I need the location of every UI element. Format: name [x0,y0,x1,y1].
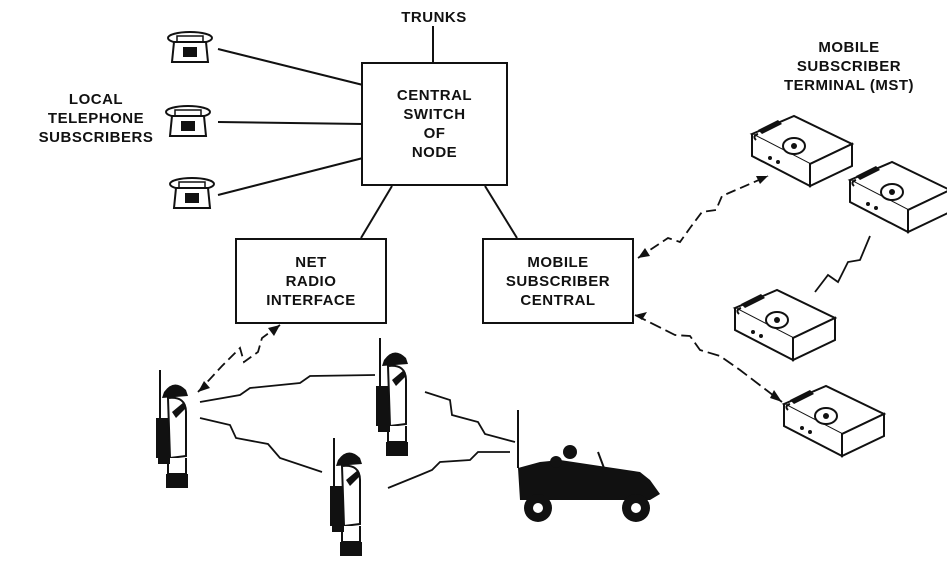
phone1-link [217,48,364,86]
desk-telephone-icon [167,31,213,63]
soldier-radio-icon [329,437,363,557]
arrowheads [198,176,782,402]
mobile-terminal-icon [783,385,885,457]
phone3-link [217,157,364,196]
radio-links [197,175,871,489]
radio-link-soldier1-soldier2 [199,374,376,403]
mst-label: MOBILE SUBSCRIBER TERMINAL (MST) [783,39,915,94]
connectors [217,26,518,239]
soldier-radio-icon [375,337,409,457]
switch-to-mobile-central [484,185,518,239]
radio-link-soldier1-soldier3 [199,417,323,473]
net-radio-interface-box: NET RADIO INTERFACE [235,238,387,324]
soldier-radio-icon [155,369,189,489]
desk-telephone-icon [165,105,211,137]
desk-telephone-icon [169,177,215,209]
local-subscribers-label: LOCAL TELEPHONE SUBSCRIBERS [38,91,154,146]
radio-link-mobilecentral-mst1 [637,175,769,259]
switch-to-net-radio [360,185,393,239]
central-switch-box: CENTRAL SWITCH OF NODE [361,62,508,186]
phone2-link [217,121,364,125]
radio-link-netradio-soldier1 [197,324,281,393]
jeep-icon [517,410,660,522]
radio-link-soldier2-jeep [424,391,516,443]
mobile-terminal-icon [751,115,853,187]
radio-link-mst2-mst3 [814,235,871,293]
trunks-label: TRUNKS [401,9,467,26]
mobile-terminal-icon [849,161,947,233]
mobile-terminal-icon [734,289,836,361]
radio-link-soldier3-jeep [387,451,510,489]
mobile-subscriber-central-box: MOBILE SUBSCRIBER CENTRAL [482,238,634,324]
radio-link-mobilecentral-mst4 [634,314,783,403]
